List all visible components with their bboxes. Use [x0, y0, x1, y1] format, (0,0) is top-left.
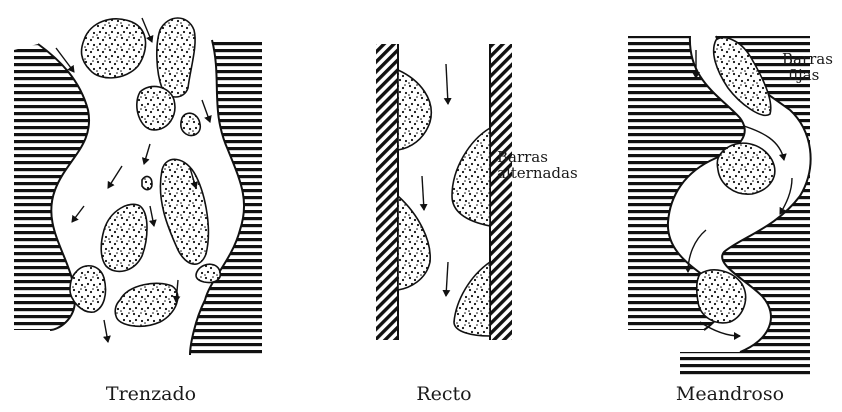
bar	[101, 204, 147, 271]
caption-meandering: Meandroso	[676, 383, 784, 405]
caption-straight: Recto	[416, 383, 471, 405]
point-bar	[697, 270, 746, 323]
meandering-channel-panel: Barras fijas	[628, 36, 833, 378]
annotation-line2: fijas	[788, 66, 819, 84]
caption-braided: Trenzado	[106, 383, 196, 405]
straight-channel-panel: Barras alternadas	[376, 44, 578, 340]
bar	[160, 159, 208, 264]
bar	[137, 86, 175, 130]
left-bank	[376, 44, 398, 340]
point-bar	[717, 143, 775, 194]
bar	[157, 18, 195, 97]
bar	[196, 264, 220, 282]
braided-channel-panel	[14, 18, 262, 355]
alternate-bar	[452, 128, 490, 226]
right-bank	[490, 44, 512, 340]
bar	[142, 177, 152, 190]
annotation-line2: alternadas	[497, 164, 578, 182]
bar	[115, 283, 178, 326]
alternate-bar	[398, 196, 430, 290]
alternate-bar	[398, 70, 431, 150]
bar	[181, 113, 200, 135]
bar	[82, 19, 146, 78]
alternate-bar	[454, 262, 490, 336]
